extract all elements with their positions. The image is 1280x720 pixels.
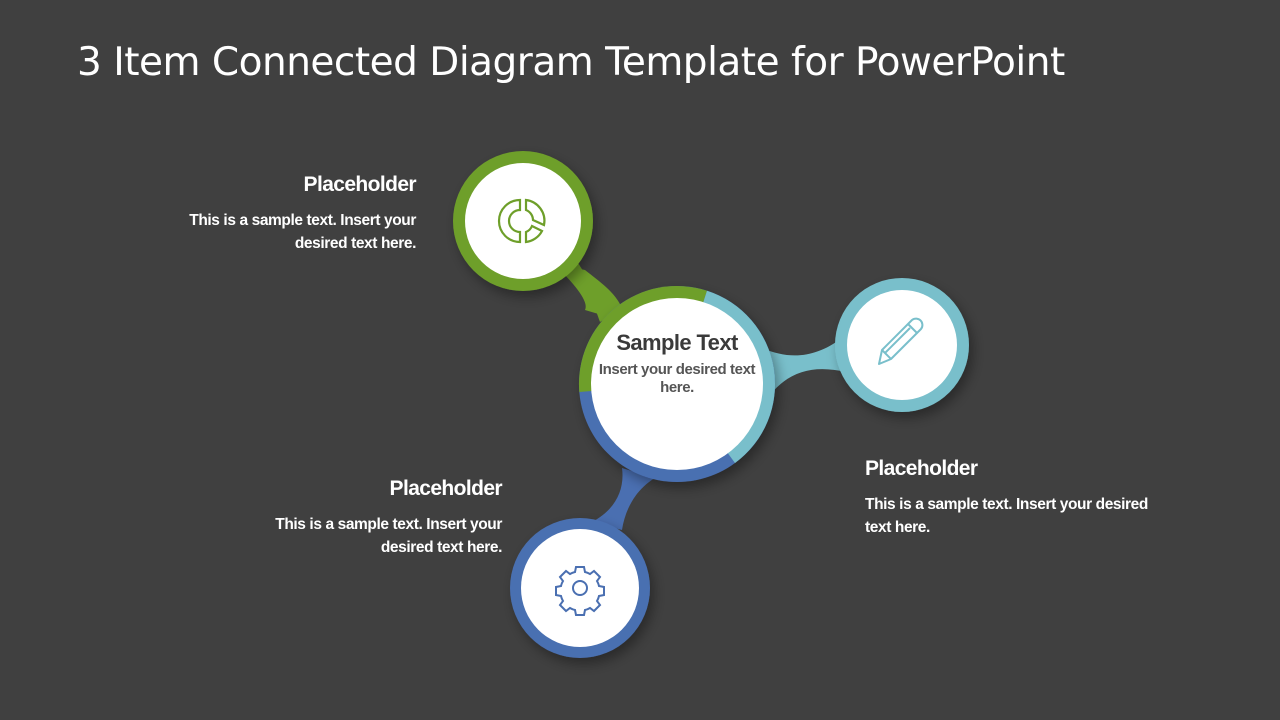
item-2-text: Placeholder This is a sample text. Inser… <box>865 457 1155 539</box>
pie-chart-icon <box>497 198 546 244</box>
item-1-body: This is a sample text. Insert your desir… <box>189 212 416 252</box>
center-label: Sample Text Insert your desired text her… <box>597 330 757 397</box>
center-heading: Sample Text <box>616 330 738 355</box>
center-body: Insert your desired text here. <box>598 361 756 396</box>
gear-icon <box>555 566 605 616</box>
connector-blue <box>592 468 655 530</box>
item-1-heading: Placeholder <box>303 173 417 196</box>
connector-teal <box>762 338 846 395</box>
item-2-body: This is a sample text. Insert your desir… <box>865 496 1148 536</box>
connector-green <box>548 258 622 322</box>
item-3-body: This is a sample text. Insert your desir… <box>275 516 502 556</box>
item-1-text: Placeholder This is a sample text. Inser… <box>130 173 416 255</box>
slide-title: 3 Item Connected Diagram Template for Po… <box>77 40 1065 85</box>
item-2-heading: Placeholder <box>865 457 978 480</box>
pencil-icon <box>878 317 924 365</box>
item-3-heading: Placeholder <box>389 477 503 500</box>
center-circle <box>591 298 763 470</box>
item-3-text: Placeholder This is a sample text. Inser… <box>216 477 502 559</box>
